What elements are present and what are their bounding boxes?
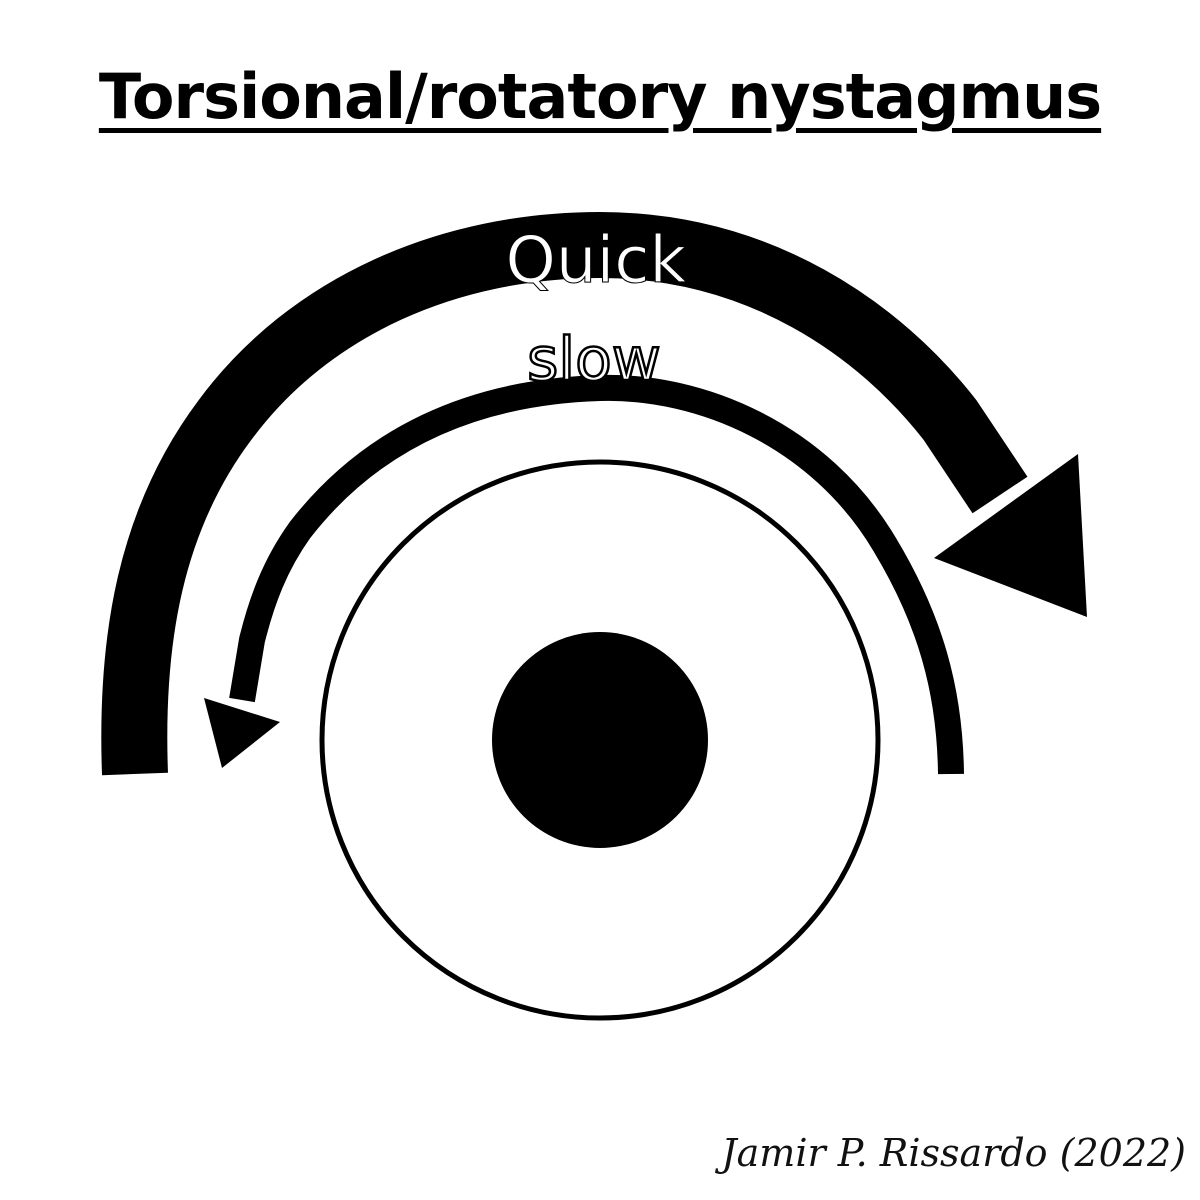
pupil-icon [492,632,708,848]
slow-arrowhead-icon [204,698,280,768]
credit-signature: Jamir P. Rissardo (2022) [721,1128,1186,1178]
quick-label: Quick [506,224,687,298]
slow-label: slow [527,325,661,395]
